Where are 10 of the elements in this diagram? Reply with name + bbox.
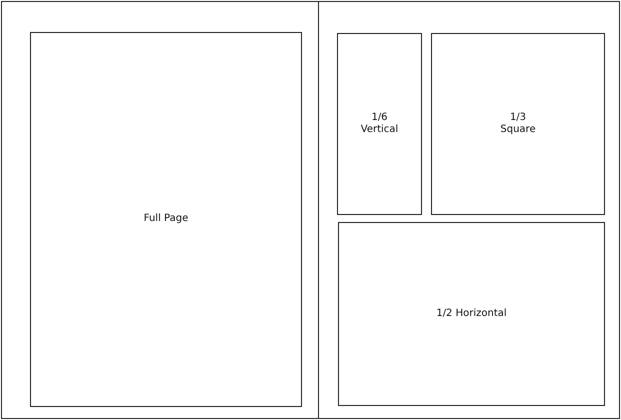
ad-size-label: 1/6 Vertical xyxy=(360,112,398,136)
ad-size-label: Full Page xyxy=(144,213,188,226)
horizontal-ad xyxy=(338,222,605,406)
full-page-ad xyxy=(30,32,302,407)
square-ad xyxy=(431,33,605,215)
left-page xyxy=(1,1,319,419)
ad-size-label: 1/2 Horizontal xyxy=(436,308,507,320)
vertical-ad xyxy=(337,33,422,215)
right-page xyxy=(318,1,620,419)
ad-size-label: 1/3 Square xyxy=(500,112,536,136)
